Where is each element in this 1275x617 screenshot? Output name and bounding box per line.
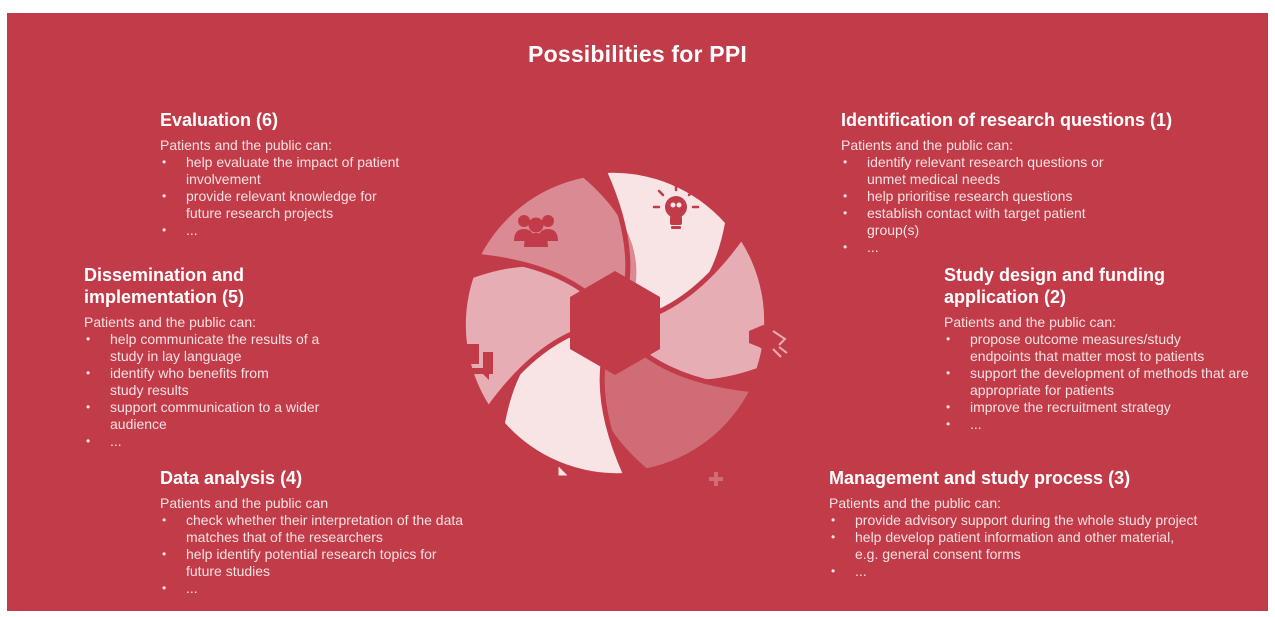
section-evaluation: Evaluation (6) Patients and the public c… <box>160 109 430 239</box>
section-list: provide advisory support during the whol… <box>829 512 1229 580</box>
list-item: identify who benefits from study results <box>84 365 305 399</box>
list-item: ... <box>160 580 480 597</box>
list-item: help communicate the results of a study … <box>84 331 325 365</box>
section-list: help evaluate the impact of patient invo… <box>160 154 430 239</box>
section-heading: Management and study process (3) <box>829 468 1131 488</box>
list-item: ... <box>84 433 334 450</box>
section-heading: Study design and funding application (2) <box>944 265 1165 307</box>
section-data-analysis: Data analysis (4) Patients and the publi… <box>160 467 480 597</box>
section-heading: Dissemination and implementation (5) <box>84 265 245 307</box>
list-item: help prioritise research questions <box>841 188 1167 205</box>
list-item: support the development of methods that … <box>944 365 1260 399</box>
process-wheel <box>451 171 805 507</box>
list-item: ... <box>160 222 430 239</box>
section-list: check whether their interpretation of th… <box>160 512 480 597</box>
section-heading: Identification of research questions (1) <box>841 110 1173 130</box>
section-intro: Patients and the public can: <box>160 137 333 153</box>
section-identification: Identification of research questions (1)… <box>841 109 1241 256</box>
lightbulb-icon <box>652 183 700 229</box>
section-heading: Evaluation (6) <box>160 110 279 130</box>
section-intro: Patients and the public can: <box>829 495 1002 511</box>
section-intro: Patients and the public can: <box>944 314 1117 330</box>
chat-bubbles-icon <box>451 344 493 380</box>
section-list: help communicate the results of a study … <box>84 331 334 450</box>
list-item: help develop patient information and oth… <box>829 529 1195 563</box>
section-intro: Patients and the public can: <box>84 314 257 330</box>
handshake-icon <box>749 325 805 361</box>
list-item: ... <box>944 416 1244 433</box>
section-intro: Patients and the public can: <box>841 137 1014 153</box>
list-item: help identify potential research topics … <box>160 546 471 580</box>
section-heading: Data analysis (4) <box>160 468 303 488</box>
section-study-design: Study design and funding application (2)… <box>944 264 1249 433</box>
people-group-icon <box>514 215 558 247</box>
section-dissemination: Dissemination and implementation (5) Pat… <box>84 264 334 450</box>
section-list: identify relevant research questions or … <box>841 154 1241 256</box>
list-item: provide advisory support during the whol… <box>829 512 1215 529</box>
list-item: establish contact with target patient gr… <box>841 205 1127 239</box>
diagram-title: Possibilities for PPI <box>528 41 747 67</box>
list-item: improve the recruitment strategy <box>944 399 1260 416</box>
section-list: propose outcome measures/study endpoints… <box>944 331 1249 433</box>
section-intro: Patients and the public can <box>160 495 329 511</box>
ppi-diagram-panel: Possibilities for PPI Evaluation (6) Pat… <box>7 13 1268 611</box>
section-management: Management and study process (3) Patient… <box>829 467 1229 580</box>
list-item: identify relevant research questions or … <box>841 154 1137 188</box>
list-item: propose outcome measures/study endpoints… <box>944 331 1220 365</box>
document-icon <box>537 467 567 507</box>
medical-bag-icon <box>701 458 731 492</box>
list-item: ... <box>841 239 1241 256</box>
list-item: ... <box>829 563 1229 580</box>
list-item: support communication to a wider audienc… <box>84 399 325 433</box>
list-item: help evaluate the impact of patient invo… <box>160 154 416 188</box>
list-item: check whether their interpretation of th… <box>160 512 471 546</box>
list-item: provide relevant knowledge for future re… <box>160 188 396 222</box>
